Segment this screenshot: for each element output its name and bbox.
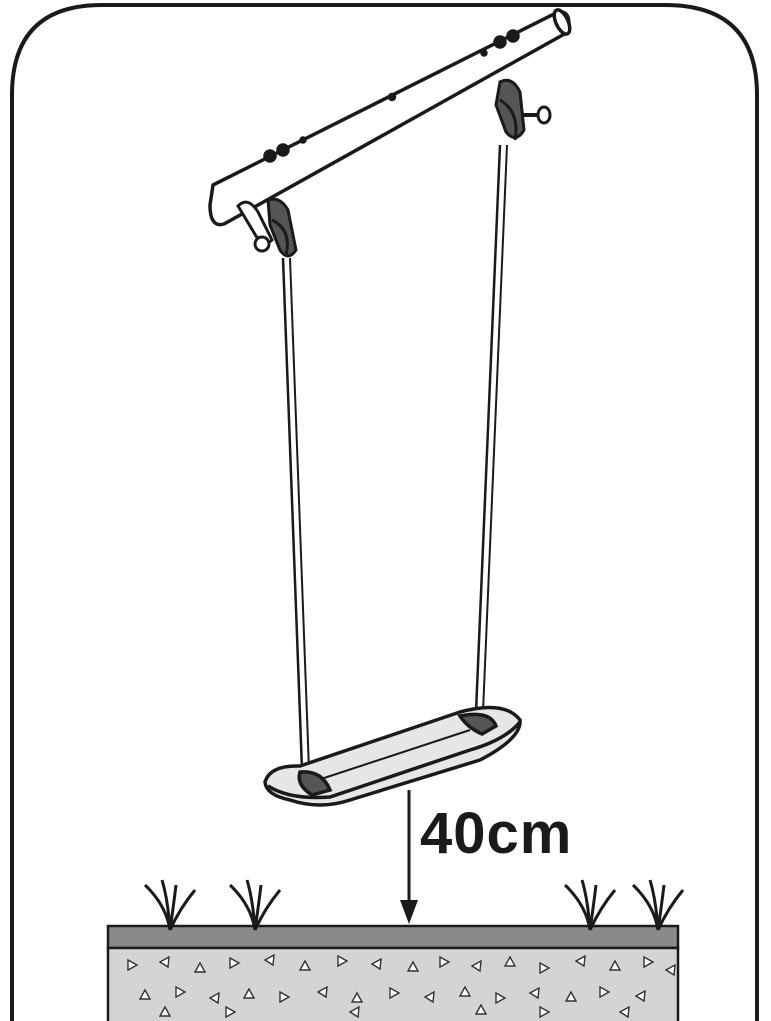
pebble — [664, 963, 676, 977]
pebble — [242, 987, 256, 999]
pebble — [539, 1005, 551, 1019]
pebble — [370, 957, 382, 971]
pebble — [608, 959, 622, 971]
grass-strip — [106, 924, 680, 950]
pebble — [574, 954, 586, 968]
pebble — [599, 985, 611, 999]
pebble — [158, 1005, 172, 1017]
ropes — [281, 144, 508, 771]
pebble — [225, 1005, 237, 1019]
rope-left — [281, 257, 304, 771]
pebble — [229, 956, 241, 970]
pebble — [539, 961, 551, 975]
pebble — [175, 985, 187, 999]
pebble — [298, 959, 312, 971]
pebble — [263, 953, 275, 967]
pebble — [138, 988, 152, 1000]
pebble — [458, 985, 472, 997]
pebble — [423, 990, 435, 1004]
pebble — [127, 958, 139, 972]
grass-tuft — [631, 879, 685, 931]
pebble — [337, 954, 349, 968]
pebble — [474, 1003, 488, 1015]
pebble — [208, 991, 220, 1005]
pebbles — [127, 953, 676, 1019]
grass-tuft — [143, 879, 197, 931]
rope-left-inner — [289, 257, 310, 771]
pebble — [643, 955, 655, 969]
ground — [106, 924, 680, 1021]
pebble — [279, 990, 291, 1004]
rope-clip-right — [494, 78, 552, 141]
beam — [208, 8, 572, 227]
pebble — [634, 989, 646, 1003]
pebble — [470, 959, 482, 973]
pebble — [316, 985, 328, 999]
grass-tuft — [563, 879, 617, 931]
pebble — [350, 991, 364, 1003]
pebble — [528, 986, 540, 1000]
rope-clip-left — [236, 197, 298, 258]
height-arrow — [400, 790, 418, 924]
pebble — [348, 1005, 360, 1019]
pebble — [193, 961, 207, 973]
rope-right-inner — [482, 144, 508, 713]
swing-seat — [263, 705, 522, 807]
grass-tufts — [143, 879, 685, 931]
pebble — [618, 1005, 630, 1019]
rope-right — [474, 144, 502, 713]
pebble — [564, 990, 578, 1002]
pebble — [439, 955, 451, 969]
frame-border — [10, 3, 759, 1021]
height-measurement-label: 40cm — [420, 801, 573, 866]
pebble — [389, 986, 401, 1000]
pebble — [503, 955, 517, 967]
pebble — [495, 991, 507, 1005]
soil-block — [106, 946, 680, 1021]
pebble — [158, 955, 170, 969]
pebble — [406, 960, 420, 972]
grass-tuft — [228, 879, 282, 931]
